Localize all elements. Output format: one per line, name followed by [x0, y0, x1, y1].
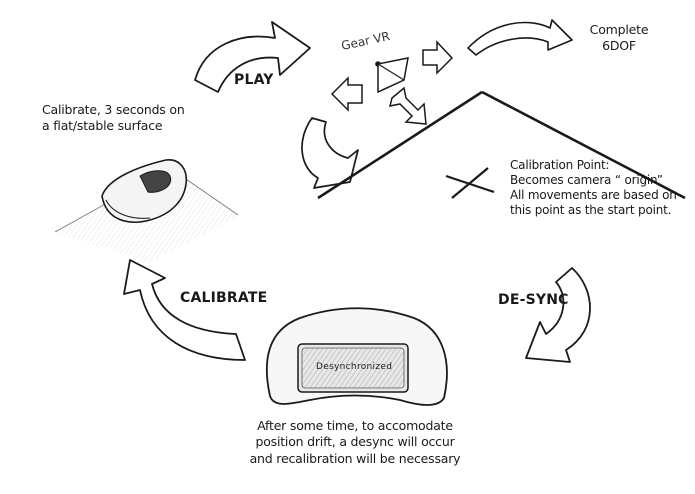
calibrate-action-label: CALIBRATE	[180, 290, 268, 306]
calibrate-note: Calibrate, 3 seconds on a flat/stable su…	[42, 102, 185, 133]
slope-right	[481, 90, 686, 200]
screen-desynchronized-text: Desynchronized	[316, 362, 393, 372]
play-label: PLAY	[234, 72, 274, 88]
complete-6dof-line-2: 6DOF	[602, 37, 636, 53]
calibration-point-line-3: All movements are based on	[510, 188, 677, 202]
calibration-point-note: Calibration Point: Becomes camera “ orig…	[510, 158, 677, 218]
calibration-point-line-4: this point as the start point.	[510, 203, 672, 217]
slope-left	[317, 90, 483, 200]
complete-6dof-label: Complete 6DOF	[584, 22, 654, 53]
left-small-arrow	[330, 76, 363, 112]
desync-note: After some time, to accomodate position …	[230, 418, 480, 467]
desync-note-line-1: After some time, to accomodate	[257, 418, 453, 433]
desync-arrow	[525, 267, 591, 363]
calibrate-note-line-1: Calibrate, 3 seconds on	[42, 102, 185, 117]
diagonal-double-arrow	[388, 86, 427, 125]
right-small-arrow	[422, 40, 454, 75]
desync-headset-illustration	[265, 307, 448, 406]
calibrate-note-line-2: a flat/stable surface	[42, 117, 163, 133]
desync-note-line-3: and recalibration will be necessary	[249, 450, 461, 466]
headset-icon	[377, 57, 409, 94]
desync-action-label: DE-SYNC	[498, 292, 569, 308]
play-arrow	[194, 21, 311, 93]
complete-6dof-arrow	[467, 19, 573, 56]
complete-6dof-line-1: Complete	[589, 22, 649, 37]
desync-note-line-2: position drift, a desync will occur	[255, 434, 455, 450]
headset-on-table-illustration	[54, 159, 240, 262]
calibration-point-line-1: Calibration Point:	[510, 158, 610, 172]
calibrate-arrow	[123, 259, 246, 361]
calibration-x-b	[451, 167, 489, 199]
calibration-point-line-2: Becomes camera “ origin”	[510, 173, 663, 187]
curve-down-arrow	[301, 117, 359, 189]
